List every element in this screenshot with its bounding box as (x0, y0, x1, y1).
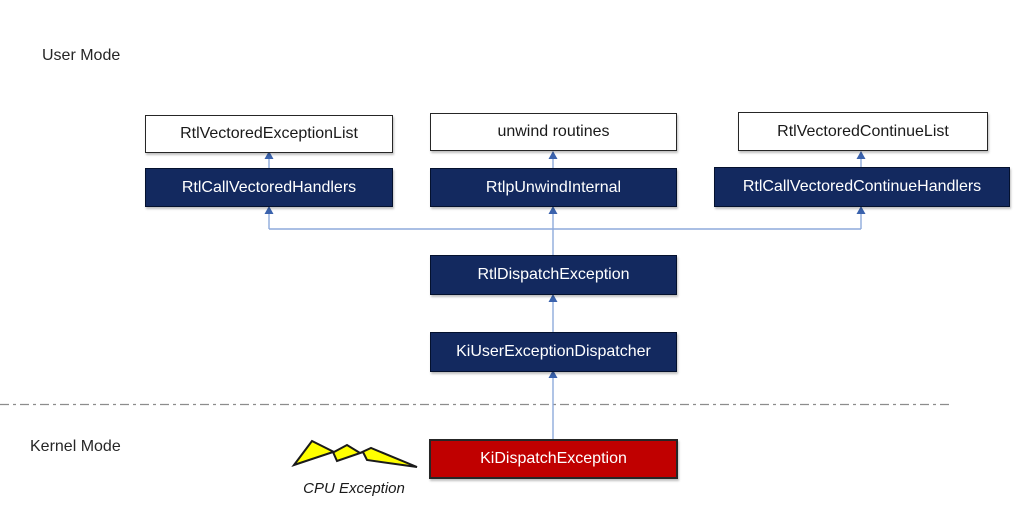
cpu-exception-label: CPU Exception (303, 480, 405, 497)
node-label: RtlpUnwindInternal (485, 178, 622, 196)
node-rtl-vectored-continue-list: RtlVectoredContinueList (738, 112, 988, 151)
kernel-mode-label: Kernel Mode (30, 438, 121, 455)
node-label: RtlVectoredContinueList (777, 122, 949, 140)
arrowhead-icon (548, 151, 558, 159)
node-ki-dispatch-exception: KiDispatchException (429, 439, 678, 479)
lightning-bolt-icon (291, 439, 418, 468)
node-unwind-routines: unwind routines (430, 113, 677, 151)
user-mode-label: User Mode (42, 47, 121, 64)
node-rtl-call-vectored-continue-handlers: RtlCallVectoredContinueHandlers (714, 167, 1010, 207)
node-rtl-vectored-exception-list: RtlVectoredExceptionList (145, 115, 393, 153)
arrowhead-icon (548, 294, 558, 302)
node-label: RtlDispatchException (477, 266, 630, 283)
node-rtl-dispatch-exception: RtlDispatchException (430, 255, 677, 295)
node-label: KiUserExceptionDispatcher (456, 343, 651, 360)
node-rtl-call-vectored-handlers: RtlCallVectoredHandlers (145, 168, 393, 207)
arrowhead-icon (856, 206, 866, 214)
node-label: unwind routines (497, 123, 610, 140)
node-label: KiDispatchException (480, 450, 627, 467)
arrowhead-icon (264, 206, 274, 214)
arrowhead-icon (856, 151, 866, 159)
node-label: RtlCallVectoredContinueHandlers (742, 178, 982, 195)
arrowhead-icon (548, 206, 558, 214)
node-rtlp-unwind-internal: RtlpUnwindInternal (430, 168, 677, 207)
lightning-bolt-shape (291, 439, 418, 468)
node-label: RtlVectoredExceptionList (180, 125, 358, 142)
node-label: RtlCallVectoredHandlers (181, 178, 357, 196)
node-ki-user-exception-dispatcher: KiUserExceptionDispatcher (430, 332, 677, 372)
